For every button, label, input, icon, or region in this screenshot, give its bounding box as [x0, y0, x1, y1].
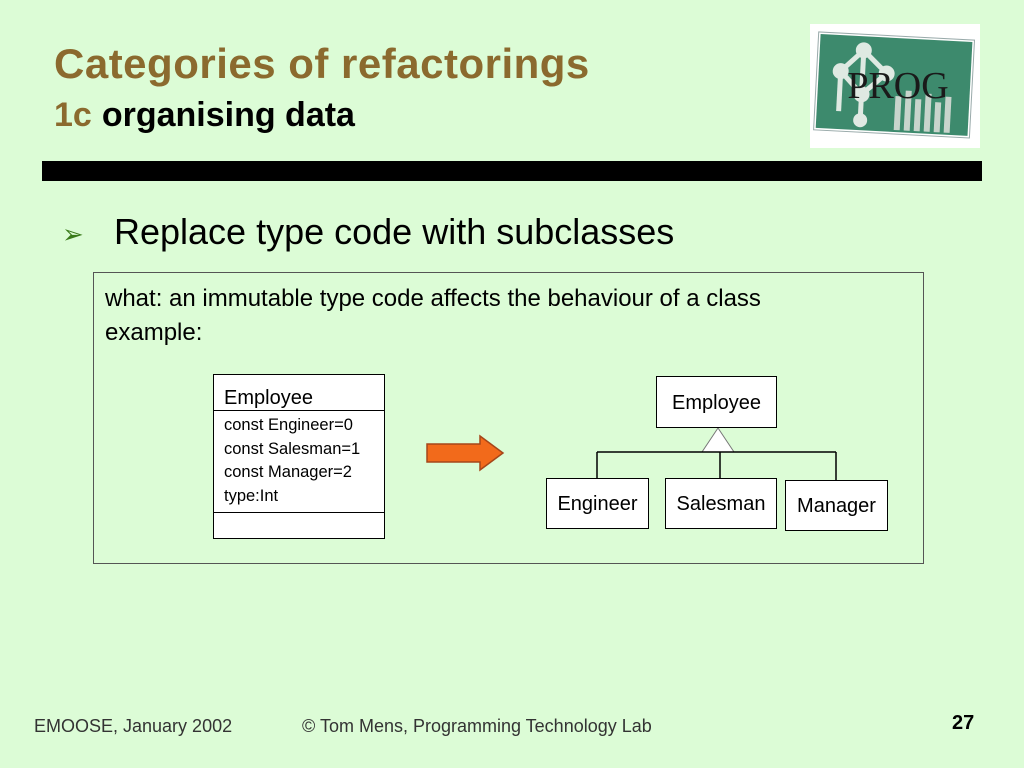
footer-event: EMOOSE, January 2002: [34, 716, 233, 736]
prog-logo: PROG: [810, 24, 980, 148]
transform-arrow-icon: [426, 434, 505, 472]
slide-title: Categories of refactorings: [54, 40, 590, 87]
page-number: 27: [952, 712, 975, 734]
uml-attribute: const Salesman=1: [224, 439, 361, 458]
subtitle-text: organising data: [101, 96, 355, 134]
title-divider: [42, 161, 982, 181]
uml-attribute: type:Int: [224, 486, 279, 505]
uml-parent-class: Employee: [656, 376, 777, 428]
uml-divider: [214, 410, 384, 411]
uml-attribute: const Manager=2: [224, 463, 352, 481]
uml-attribute: const Engineer=0: [224, 416, 353, 434]
example-label: example:: [105, 319, 203, 346]
what-text: what: an immutable type code affects the…: [105, 285, 761, 312]
uml-class-before: Employee const Engineer=0 const Salesman…: [213, 374, 385, 539]
uml-child-class: Manager: [785, 480, 888, 531]
uml-attributes: const Engineer=0 const Salesman=1 const …: [224, 414, 360, 508]
logo-text: PROG: [847, 65, 948, 107]
uml-divider: [214, 512, 384, 513]
inheritance-lines: [596, 451, 837, 480]
uml-child-class: Salesman: [665, 478, 777, 529]
bullet-text: Replace type code with subclasses: [114, 211, 675, 252]
subtitle-number: 1c: [54, 96, 92, 134]
footer-credit: © Tom Mens, Programming Technology Lab: [302, 716, 652, 736]
bullet-arrow-icon: ➢: [62, 219, 84, 249]
uml-child-class: Engineer: [546, 478, 649, 529]
uml-class-name: Employee: [224, 387, 313, 409]
inheritance-triangle-icon: [701, 427, 735, 453]
